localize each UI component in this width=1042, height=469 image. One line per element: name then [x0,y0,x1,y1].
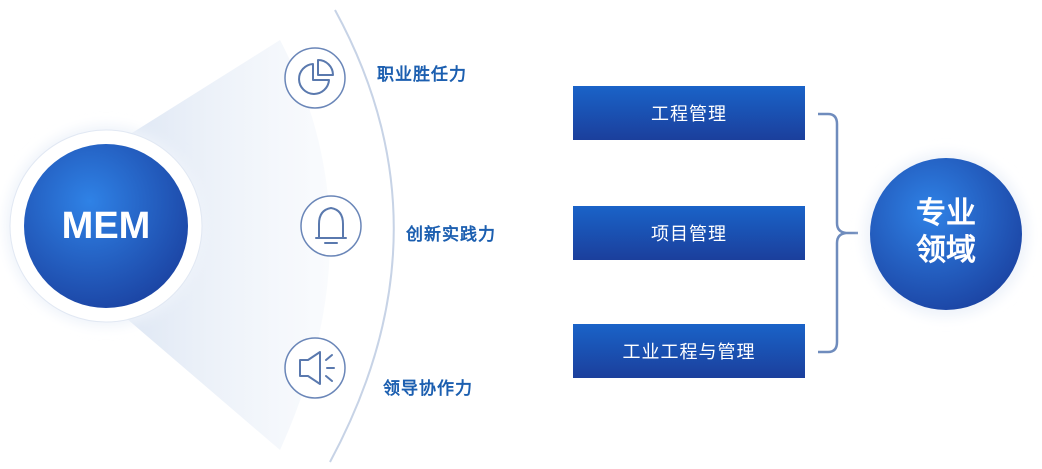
center-label: MEM [61,205,151,247]
outer-arc [329,9,395,463]
field-box-engineering-management: 工程管理 [573,86,805,140]
domain-circle [870,158,1022,310]
megaphone-icon [284,337,346,399]
field-box-project-management: 项目管理 [573,206,805,260]
center-circle [24,144,188,308]
pie-chart-icon [284,47,346,109]
ability-label-competence: 职业胜任力 [377,65,467,85]
bell-icon [300,195,362,257]
domain-label-line1: 专业 [916,197,976,230]
domain-label-line2: 领域 [916,234,976,267]
ability-label-innovation: 创新实践力 [406,225,496,245]
field-box-industrial-engineering: 工业工程与管理 [573,324,805,378]
ability-label-leadership: 领导协作力 [383,379,473,399]
light-beam [105,40,330,450]
curly-brace [818,112,858,354]
